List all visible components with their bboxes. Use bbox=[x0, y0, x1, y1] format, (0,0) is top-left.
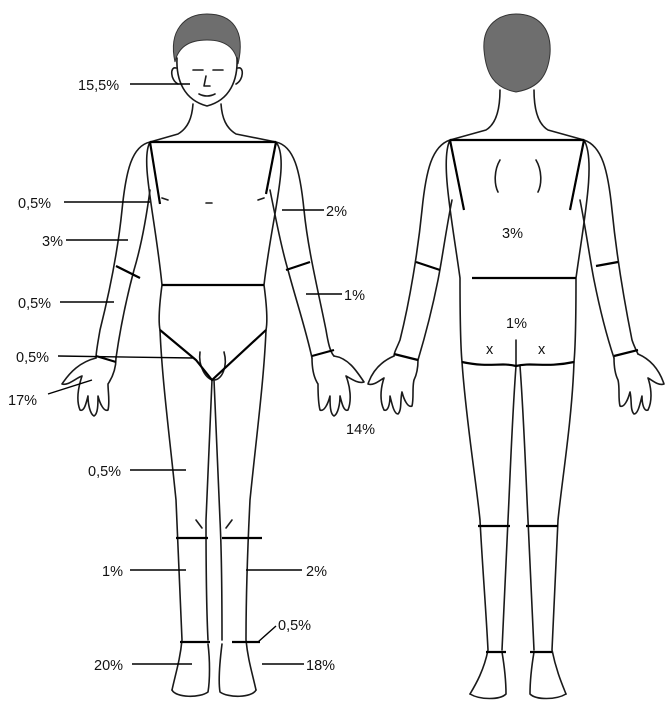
label-lower-leg-left: 2% bbox=[306, 564, 327, 580]
back-region-boundaries bbox=[394, 140, 638, 652]
label-buttock-right: x bbox=[538, 342, 546, 358]
back-legs bbox=[462, 362, 574, 694]
back-hand-left bbox=[368, 356, 418, 414]
front-figure: 15,5% 0,5% 3% 0,5% 0,5% 17% 2% 1% 14% 0,… bbox=[8, 14, 375, 696]
label-thigh: 0,5% bbox=[88, 464, 121, 480]
label-ankle-left: 0,5% bbox=[278, 618, 311, 634]
front-feet bbox=[172, 644, 256, 696]
label-forearm-left: 1% bbox=[344, 288, 365, 304]
front-hand-left bbox=[312, 356, 364, 416]
back-arm-left bbox=[394, 140, 452, 360]
front-legs bbox=[160, 330, 266, 690]
label-lower-back: 1% bbox=[506, 316, 527, 332]
label-upper-arm-right: 3% bbox=[42, 234, 63, 250]
back-neck bbox=[450, 90, 584, 140]
label-forearm-right: 0,5% bbox=[18, 296, 51, 312]
front-neck bbox=[150, 104, 193, 142]
back-head bbox=[484, 14, 550, 92]
label-hand-left: 14% bbox=[346, 422, 375, 438]
label-foot-left: 18% bbox=[306, 658, 335, 674]
front-arm-right bbox=[96, 142, 150, 358]
front-torso bbox=[147, 142, 282, 330]
front-hair bbox=[173, 14, 240, 64]
label-upper-arm-right-top: 0,5% bbox=[18, 196, 51, 212]
label-buttock-left: x bbox=[486, 342, 494, 358]
front-head bbox=[177, 58, 237, 106]
label-groin: 0,5% bbox=[16, 350, 49, 366]
label-lower-leg-right: 1% bbox=[102, 564, 123, 580]
label-upper-back: 3% bbox=[502, 226, 523, 242]
label-hand-right: 17% bbox=[8, 393, 37, 409]
label-foot-right: 20% bbox=[94, 658, 123, 674]
front-arm-left bbox=[270, 142, 334, 358]
back-feet bbox=[470, 652, 566, 699]
label-head: 15,5% bbox=[78, 78, 119, 94]
back-figure: 3% 1% x x bbox=[368, 14, 664, 699]
label-upper-arm-left: 2% bbox=[326, 204, 347, 220]
back-hand-right bbox=[614, 354, 664, 414]
